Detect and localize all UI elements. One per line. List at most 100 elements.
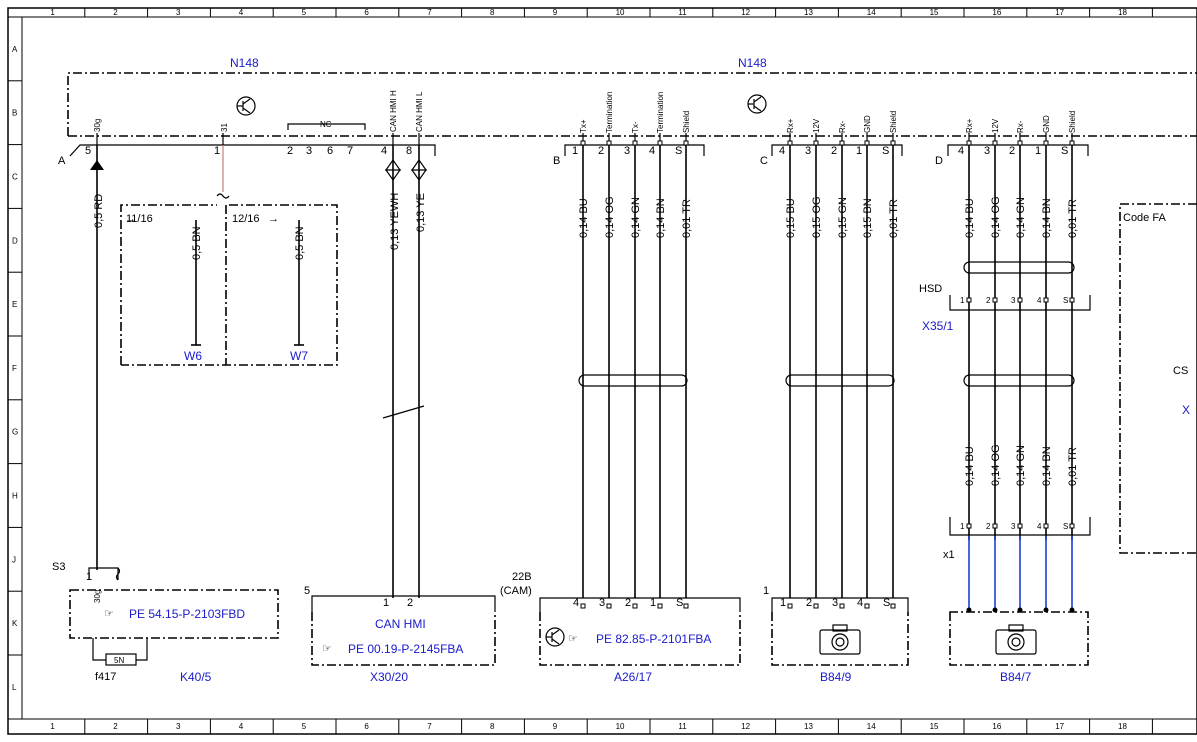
grid-col-label: 11	[678, 8, 687, 17]
connector-pin-label: S	[675, 145, 682, 157]
grid-col-label: 2	[113, 8, 118, 17]
svg-text:S3: S3	[52, 561, 65, 573]
connector-pin-label: 4	[779, 145, 785, 157]
connector-pin-name: 12V	[812, 118, 821, 133]
svg-text:0,5 BN: 0,5 BN	[294, 226, 306, 260]
svg-text:CAN HMI L: CAN HMI L	[415, 91, 424, 132]
connector-pin-label: 3	[984, 145, 990, 157]
n148-left-label: N148	[230, 56, 259, 70]
grid-col-label: 17	[1055, 722, 1064, 731]
pe-k40-link[interactable]: PE 54.15-P-2103FBD	[129, 607, 245, 621]
grid-row-label: B	[12, 109, 17, 118]
svg-text:2: 2	[287, 145, 293, 157]
svg-text:3: 3	[306, 145, 312, 157]
grid-row-label: G	[12, 428, 18, 437]
grid-col-label: 9	[553, 722, 558, 731]
transistor-icon	[747, 94, 767, 114]
x35-pin-label: 2	[986, 296, 991, 305]
x1-pin-label: 1	[960, 522, 965, 531]
connector-pin-label: 3	[624, 145, 630, 157]
n148-right-label: N148	[738, 56, 767, 70]
grid-col-label: 11	[678, 722, 687, 731]
svg-text:0,13 YE: 0,13 YE	[415, 193, 427, 232]
a26-pin-label: 2	[625, 597, 631, 609]
connector-pin-name: GND	[1042, 115, 1051, 133]
grid-row-label: L	[12, 683, 17, 692]
grid-col-label: 18	[1118, 722, 1127, 731]
wire-label: 0,14 GN	[1015, 197, 1027, 238]
grid-col-label: 14	[867, 8, 876, 17]
connector-pin-label: S	[1061, 145, 1068, 157]
grid-col-label: 14	[867, 722, 876, 731]
connector-pin-label: 3	[805, 145, 811, 157]
svg-text:→: →	[268, 213, 279, 225]
grid-col-label: 3	[176, 722, 181, 731]
grid-col-label: 2	[113, 722, 118, 731]
wire-can-hmi: 0,13 YEWH 0,13 YE	[382, 145, 428, 598]
wire-label: 0,14 OG	[990, 444, 1002, 486]
svg-text:1: 1	[383, 597, 389, 609]
grid-col-label: 15	[930, 722, 939, 731]
svg-text:1: 1	[86, 571, 92, 583]
pe-a26-link[interactable]: PE 82.85-P-2101FBA	[596, 632, 711, 646]
connector-a-label: A	[58, 155, 66, 167]
x35-pin-label: 4	[1037, 296, 1042, 305]
grid-col-label: 6	[364, 722, 369, 731]
connector-pin-name: Termination	[605, 92, 614, 133]
camera-icon	[819, 624, 861, 655]
x35-pin-label: S	[1063, 296, 1068, 305]
connector-c: C	[760, 144, 903, 167]
grid-col-label: 1	[50, 8, 55, 17]
grid-col-label: 10	[616, 722, 625, 731]
svg-text:HSD: HSD	[919, 283, 942, 295]
b84-9-pin-label: 1	[780, 597, 786, 609]
wire-label: 0,14 BN	[655, 198, 667, 238]
ref-12-16: 12/16	[232, 213, 260, 225]
svg-text:D: D	[935, 155, 943, 167]
svg-text:CAN HMI H: CAN HMI H	[389, 90, 398, 132]
b84-7-label: B84/7	[1000, 670, 1032, 684]
pe-x30-link[interactable]: PE 00.19-P-2145FBA	[348, 642, 463, 656]
x1-pin-label: 3	[1011, 522, 1016, 531]
svg-text:31: 31	[220, 123, 229, 132]
wire-label: 0,15 OG	[811, 196, 823, 238]
svg-text:5: 5	[304, 585, 310, 597]
wire-label: 0,14 BU	[964, 198, 976, 238]
wire-label: 0,14 BU	[578, 198, 590, 238]
wire-label: 0,14 BN	[1041, 446, 1053, 486]
ref-11-16: 11/16	[126, 213, 153, 225]
wire-label: 0,15 GN	[837, 197, 849, 238]
svg-text:C: C	[760, 155, 768, 167]
grid-col-label: 4	[239, 8, 244, 17]
grid-col-label: 5	[302, 8, 307, 17]
k40-5-label: K40/5	[180, 670, 212, 684]
a26-pin-label: S	[676, 597, 683, 609]
connector-pin-name: Rx-	[1016, 120, 1025, 133]
grid-row-label: F	[12, 364, 17, 373]
grid-col-label: 15	[930, 8, 939, 17]
b84-9-label: B84/9	[820, 670, 852, 684]
connector-pin-label: 4	[649, 145, 655, 157]
svg-text:4: 4	[381, 145, 387, 157]
a26-pin-label: 4	[573, 597, 579, 609]
wire-label: 0,14 BN	[1041, 198, 1053, 238]
grid-col-label: 17	[1055, 8, 1064, 17]
b84-9-pin-label: S	[883, 597, 890, 609]
svg-text:2: 2	[407, 597, 413, 609]
svg-text:B: B	[553, 155, 560, 167]
grid-col-label: 3	[176, 8, 181, 17]
wire-label: 0,14 OG	[604, 196, 616, 238]
connector-pin-label: 2	[1009, 145, 1015, 157]
w6-label: W6	[184, 349, 202, 363]
wire-label: 0,14 GN	[1015, 445, 1027, 486]
grid-col-label: 7	[427, 8, 432, 17]
wire-a-30g: 0,5 RD	[90, 145, 105, 570]
wire-label: 0,01 TR	[681, 199, 693, 238]
connector-pin-name: Shield	[682, 111, 691, 133]
svg-text:CS: CS	[1173, 365, 1188, 377]
grid-row-label: E	[12, 300, 17, 309]
grid-col-label: 12	[741, 722, 750, 731]
